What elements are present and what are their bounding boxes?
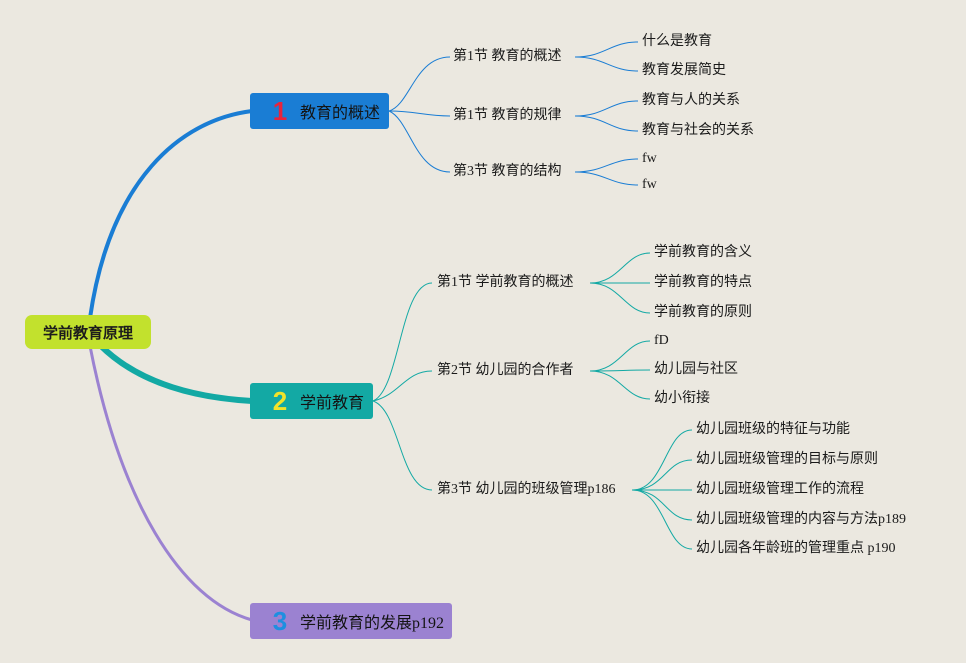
leaf-node[interactable]: 教育与人的关系 <box>642 93 740 108</box>
leaf-node[interactable]: 幼儿园班级管理工作的流程 <box>696 482 864 497</box>
section-node[interactable]: 第2节 幼儿园的合作者 <box>437 363 574 378</box>
root-label: 学前教育原理 <box>42 324 133 342</box>
link-b2-s2 <box>372 370 433 402</box>
link-b1-s2 <box>388 110 451 117</box>
link-b1-s1 <box>388 56 451 112</box>
branch-label-1: 教育的概述 <box>300 105 381 122</box>
link-b2-s1 <box>372 282 433 402</box>
leaf-node[interactable]: 什么是教育 <box>642 34 712 49</box>
link-root-b2 <box>97 342 253 404</box>
link-b1-s3-l2 <box>574 171 639 186</box>
section-node[interactable]: 第1节 教育的概述 <box>453 49 562 64</box>
branch-label-2: 学前教育 <box>300 395 365 412</box>
section-node[interactable]: 第1节 教育的规律 <box>453 108 562 123</box>
section-node[interactable]: 第1节 学前教育的概述 <box>437 275 574 290</box>
link-b2-s1-l3 <box>589 282 651 314</box>
branch-number-1: 1 <box>272 96 288 126</box>
leaf-node[interactable]: 教育发展简史 <box>642 63 726 78</box>
leaf-node[interactable]: 学前教育的含义 <box>654 245 752 260</box>
link-b1-s3-l1 <box>574 158 639 173</box>
leaf-node[interactable]: fD <box>654 333 669 348</box>
leaf-node[interactable]: 幼小衔接 <box>654 391 710 406</box>
section-node[interactable]: 第3节 教育的结构 <box>453 164 562 179</box>
branch-node-1[interactable]: 1 教育的概述 <box>250 93 389 129</box>
leaf-node[interactable]: 幼儿园班级的特征与功能 <box>696 422 850 437</box>
leaf-node[interactable]: fw <box>642 151 657 166</box>
link-b2-s3-l5 <box>631 489 693 550</box>
link-root-b1 <box>88 109 253 319</box>
link-b2-s2-l2 <box>589 369 651 372</box>
link-b2-s2-l1 <box>589 340 651 372</box>
branch-number-3: 3 <box>272 606 288 636</box>
link-b2-s3-l1 <box>631 429 693 491</box>
branch-node-2[interactable]: 2 学前教育 <box>250 383 373 419</box>
link-b1-s2-l1 <box>574 100 639 117</box>
leaf-node[interactable]: 幼儿园各年龄班的管理重点 p190 <box>696 541 896 556</box>
link-b1-s2-l2 <box>574 115 639 132</box>
leaf-node[interactable]: 幼儿园班级管理的内容与方法p189 <box>696 512 906 527</box>
leaf-node[interactable]: 幼儿园与社区 <box>654 362 738 377</box>
link-root-b3 <box>88 345 253 622</box>
link-b1-s3 <box>388 110 451 173</box>
leaf-node[interactable]: 教育与社会的关系 <box>642 123 754 138</box>
branch-number-2: 2 <box>272 386 288 416</box>
leaf-node[interactable]: fw <box>642 177 657 192</box>
link-b2-s3-l4 <box>631 489 693 521</box>
section-node[interactable]: 第3节 幼儿园的班级管理p186 <box>437 482 616 497</box>
leaf-node[interactable]: 学前教育的特点 <box>654 275 752 290</box>
branch-node-3[interactable]: 3 学前教育的发展p192 <box>250 603 452 639</box>
link-b2-s2-l3 <box>589 370 651 400</box>
branch-label-3: 学前教育的发展p192 <box>300 615 445 632</box>
link-b2-s3-l2 <box>631 459 693 491</box>
root-node[interactable]: 学前教育原理 <box>25 315 151 349</box>
link-b2-s3 <box>372 400 433 491</box>
link-b1-s1-l2 <box>574 56 639 72</box>
link-b1-s1-l1 <box>574 41 639 58</box>
leaf-node[interactable]: 幼儿园班级管理的目标与原则 <box>696 452 878 467</box>
link-b2-s1-l1 <box>589 252 651 284</box>
leaf-node[interactable]: 学前教育的原则 <box>654 305 752 320</box>
